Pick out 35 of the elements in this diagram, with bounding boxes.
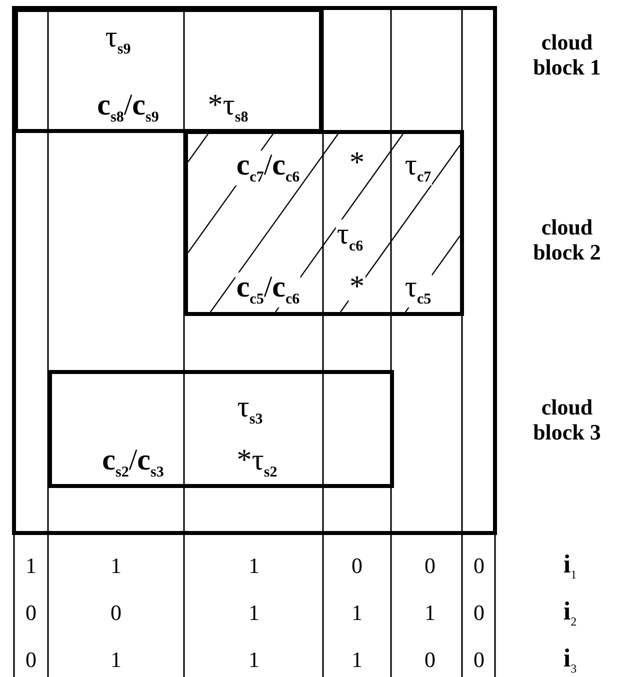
formula-text: τ$_{s9}$ [104, 22, 132, 58]
table-value: 0 [26, 649, 36, 671]
formula-text: τ$_{s3}$ [236, 392, 264, 428]
table-value: 0 [26, 602, 36, 624]
formula-text: τ$_{c5}$ [404, 272, 432, 308]
formula-text: c$_{c5}$/c$_{c6}$ [235, 272, 301, 308]
table-value: 1 [110, 649, 122, 671]
table-value: 1 [248, 602, 260, 624]
row-label: i$_{3}$ [563, 645, 577, 675]
table-value: 1 [248, 649, 260, 671]
block-label: cloud block 1 [532, 30, 602, 80]
block-label: cloud block 3 [532, 394, 602, 446]
block-label: cloud block 2 [532, 214, 602, 266]
row-label: i$_{1}$ [563, 551, 577, 581]
row-label: i$_{2}$ [563, 598, 577, 628]
table-value: 0 [474, 555, 484, 577]
table-value: 1 [352, 649, 362, 671]
cloud-block [14, 8, 323, 133]
formula-text: c$_{c7}$/c$_{c6}$ [235, 150, 301, 186]
table-value: 0 [474, 649, 484, 671]
table-value: 0 [424, 649, 436, 671]
table-value: 0 [424, 555, 436, 577]
formula-text: *τ$_{s2}$ [236, 446, 278, 480]
formula-text: c$_{s2}$/c$_{s3}$ [101, 446, 165, 480]
table-value: 0 [352, 555, 362, 577]
table-value: 1 [26, 555, 36, 577]
table-value: 1 [110, 555, 122, 577]
table-value: 0 [474, 602, 484, 624]
cloud-block [48, 370, 394, 488]
formula-text: c$_{s8}$/c$_{s9}$ [96, 90, 160, 126]
formula-text: *τ$_{s8}$ [206, 90, 250, 126]
table-value: 1 [248, 555, 260, 577]
table-value: 1 [352, 602, 362, 624]
table-value: 1 [424, 602, 436, 624]
table-value: 0 [110, 602, 122, 624]
